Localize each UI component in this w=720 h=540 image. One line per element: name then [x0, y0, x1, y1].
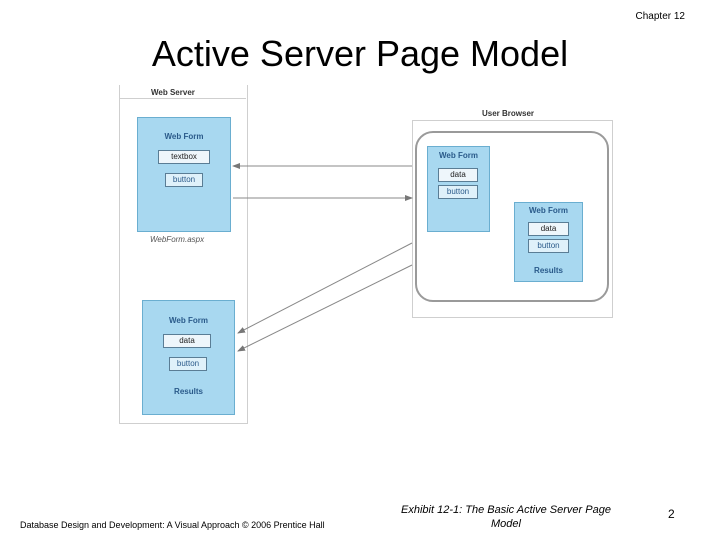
exhibit-caption: Exhibit 12-1: The Basic Active Server Pa… [401, 504, 611, 530]
server-web-form-title: Web Form [164, 132, 204, 141]
server-result-button: button [169, 357, 207, 371]
server-result-form: Web Form data button Results [142, 300, 235, 415]
browser-result-button: button [528, 239, 569, 253]
server-results-label: Results [174, 387, 203, 396]
user-browser-frame [412, 120, 613, 318]
footer-copyright: Database Design and Development: A Visua… [20, 520, 325, 530]
server-web-form: Web Form textbox button [137, 117, 231, 232]
web-server-label: Web Server [151, 88, 195, 97]
web-server-divider [119, 98, 246, 99]
browser-results-label: Results [534, 266, 563, 275]
browser-result-data-field: data [528, 222, 569, 236]
page-number: 2 [668, 507, 675, 521]
browser-button: button [438, 185, 478, 199]
server-textbox: textbox [158, 150, 210, 164]
response-arrow-2 [237, 264, 413, 352]
browser-window [415, 131, 609, 302]
server-data-field: data [163, 334, 211, 348]
user-browser-label: User Browser [482, 109, 535, 118]
slide-title: Active Server Page Model [151, 33, 569, 74]
server-button: button [165, 173, 203, 187]
web-server-frame [119, 85, 248, 424]
chapter-label: Chapter 12 [635, 11, 685, 22]
browser-data-field: data [438, 168, 478, 182]
aspx-filename: WebForm.aspx [150, 235, 205, 244]
server-result-form-title: Web Form [169, 316, 208, 325]
browser-web-form-title: Web Form [439, 151, 478, 160]
browser-result-form: Web Form data button Results [514, 202, 583, 282]
request-arrow-2 [237, 242, 413, 334]
browser-web-form: Web Form data button [427, 146, 490, 232]
browser-result-form-title: Web Form [529, 206, 568, 215]
